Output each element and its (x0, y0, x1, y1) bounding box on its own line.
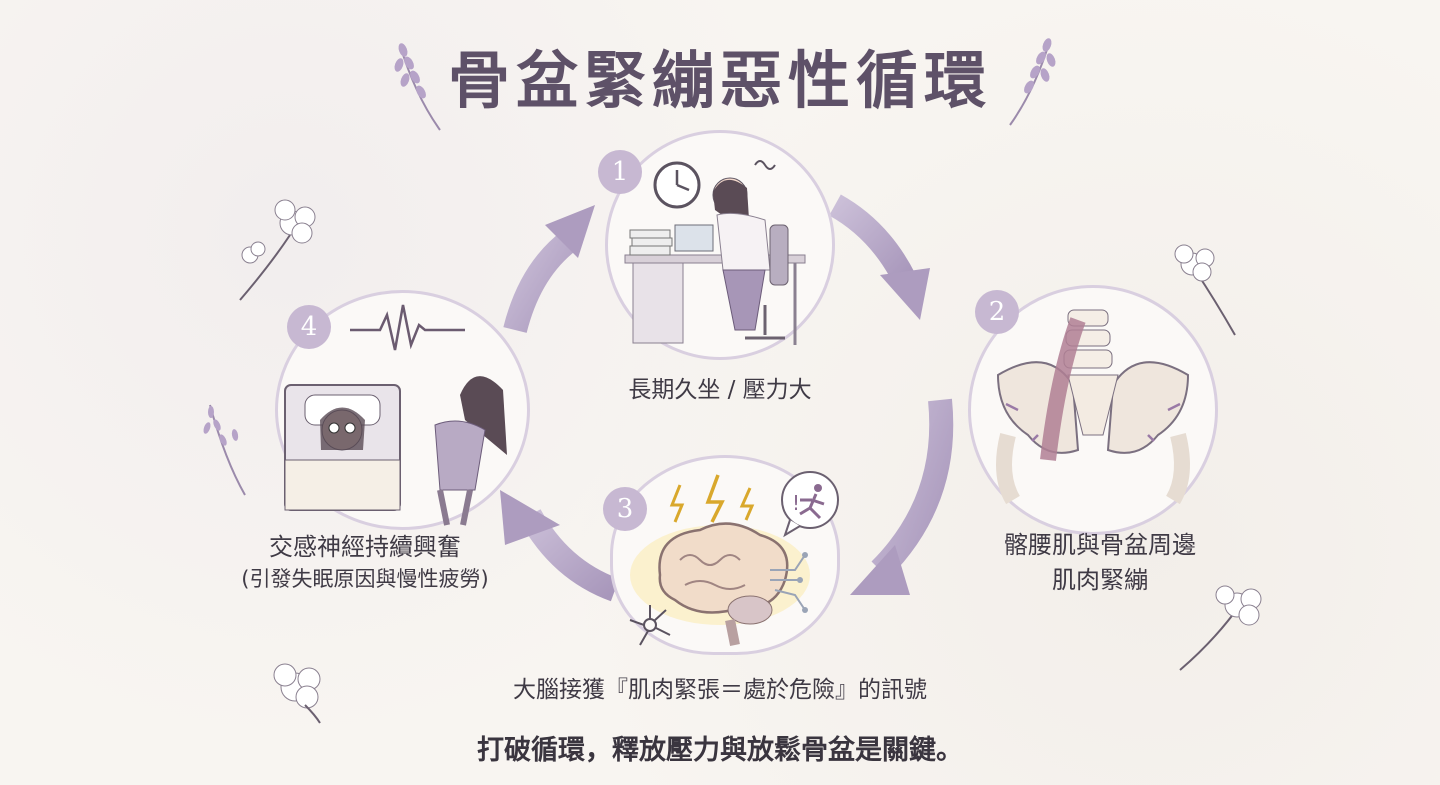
arrow-4-to-1-head (545, 205, 595, 258)
stage-3-label: 大腦接獲『肌肉緊張＝處於危險』的訊號 (513, 677, 927, 703)
lavender-icon-mid-left (203, 404, 246, 496)
step-badge-2: 2 (975, 290, 1019, 334)
stage-1-label: 長期久坐 / 壓力大 (628, 377, 812, 403)
pelvis-icon (996, 309, 1190, 505)
lavender-icon-right (1009, 38, 1056, 126)
arrow-2-to-3-head (850, 545, 910, 595)
insomnia-illustration (284, 304, 507, 526)
stage-4-label-line1: 交感神經持續興奮 (269, 533, 461, 561)
stage-4-label-line2: (引發失眠原因與慢性疲勞) (241, 567, 489, 591)
stage-2-label-line2: 肌肉緊繃 (1052, 566, 1148, 594)
brain-illustration: ! (629, 471, 839, 646)
step-badge-1: 1 (598, 150, 642, 194)
svg-text:!: ! (792, 491, 800, 515)
footer-message: 打破循環，釋放壓力與放鬆骨盆是關鍵。 (477, 735, 963, 766)
step-badge-3: 3 (603, 487, 647, 531)
brain-icon (658, 522, 789, 614)
cotton-flower-icon-bottom-left (273, 663, 321, 724)
arrow-3-to-4-head (500, 490, 560, 545)
arrow-1-to-2-head (880, 268, 930, 320)
step-badge-4: 4 (287, 305, 331, 349)
desk-scene-illustration (624, 160, 806, 345)
heartbeat-icon (350, 304, 465, 351)
cotton-flower-icon-right (1174, 244, 1236, 336)
stage-2-label-line1: 髂腰肌與骨盆周邊 (1004, 531, 1196, 559)
lavender-icon-left (394, 43, 441, 131)
arrow-4-to-1 (503, 230, 578, 334)
arrow-2-to-3 (871, 398, 954, 579)
page-title: 骨盆緊繃惡性循環 (447, 44, 992, 117)
arrow-1-to-2 (828, 194, 916, 286)
cotton-flower-icon-top-left (239, 199, 316, 301)
lightning-icon (669, 484, 685, 523)
cotton-flower-icon-bottom-right (1179, 585, 1262, 671)
